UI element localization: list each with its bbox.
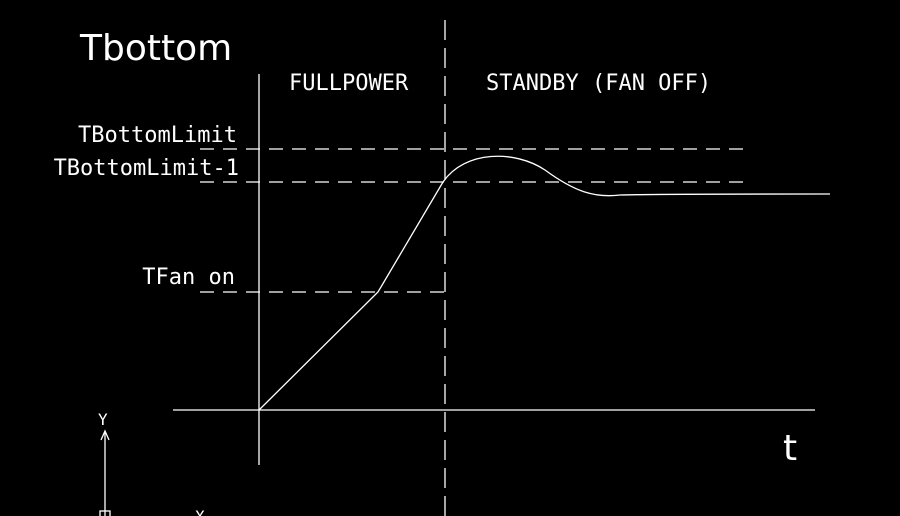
ucs-y-label: Y [98, 410, 108, 429]
ucs-icon: Y X [98, 410, 205, 516]
time-axis-label: t [783, 428, 797, 469]
diagram-title: Tbottom [79, 28, 232, 69]
phase-label-fullpower: FULLPOWER [289, 71, 409, 96]
level-label-limit: TBottomLimit [78, 123, 237, 148]
level-label-fan-on: TFan on [142, 265, 235, 290]
ucs-y-arrow [100, 429, 110, 441]
level-label-limit-minus-one: TBottomLimit-1 [54, 156, 239, 181]
temperature-curve [258, 155, 831, 411]
phase-label-standby: STANDBY (FAN OFF) [486, 71, 711, 96]
ucs-x-label: X [195, 507, 205, 516]
ucs-origin-box [99, 510, 111, 516]
